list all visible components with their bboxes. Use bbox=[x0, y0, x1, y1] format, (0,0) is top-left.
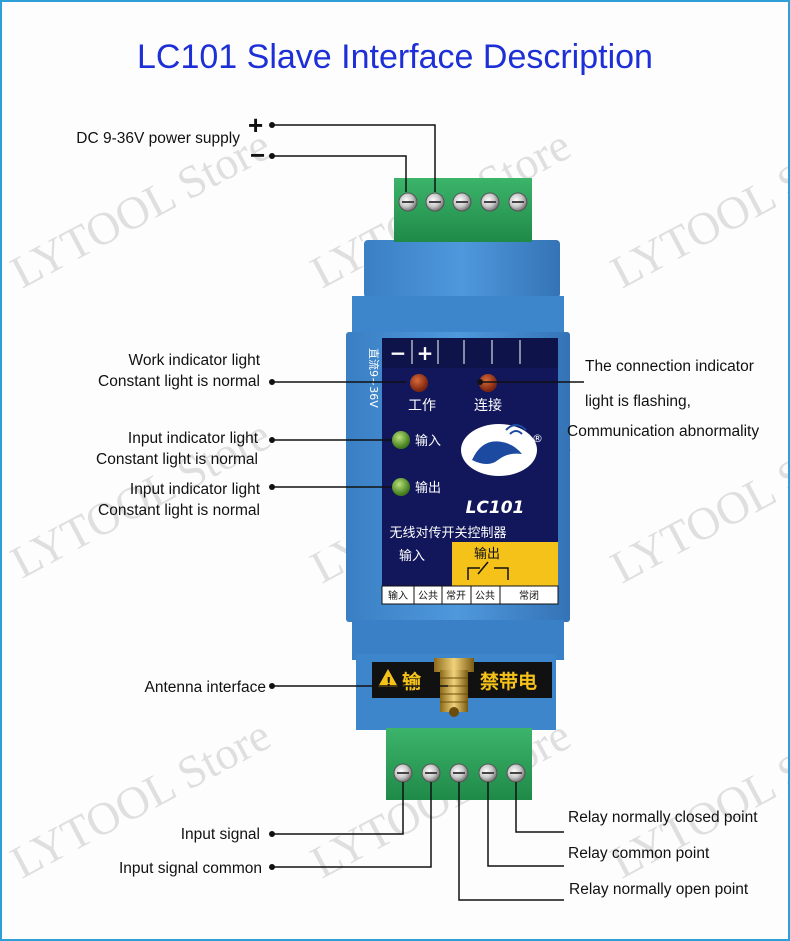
input-signal-label: Input signal bbox=[180, 826, 260, 843]
leader-relay-nc bbox=[515, 782, 564, 833]
leader-dots bbox=[269, 122, 483, 870]
leader-lines bbox=[272, 124, 584, 901]
input-indicator-label: Input indicator light bbox=[127, 430, 258, 447]
leader-relay-no bbox=[458, 782, 564, 901]
output-led-label: 输出 bbox=[415, 480, 441, 496]
input-section bbox=[382, 542, 452, 586]
device-model: LC101 bbox=[466, 498, 525, 518]
power-plus-sign: + bbox=[248, 110, 264, 140]
output-led bbox=[392, 478, 410, 496]
warning-icon bbox=[378, 669, 398, 687]
output-indicator-note: Constant light is normal bbox=[98, 502, 260, 519]
relay-symbol bbox=[467, 561, 509, 580]
output-indicator-label: Input indicator light bbox=[129, 481, 260, 498]
input-section-label: 输入 bbox=[399, 548, 425, 564]
voltage-marking: 直流9~36V bbox=[367, 348, 381, 408]
bottom-terminal-screws bbox=[393, 763, 526, 783]
connection-indicator-label: The connection indicator bbox=[585, 358, 754, 375]
terminal-label-row bbox=[381, 585, 559, 605]
wireless-icon bbox=[505, 424, 527, 435]
warning-text-left: 输 bbox=[402, 670, 422, 693]
antenna-interface-label: Antenna interface bbox=[144, 679, 266, 696]
terminal-label-nc: 常闭 bbox=[519, 589, 539, 602]
connect-led-label: 连接 bbox=[474, 397, 502, 414]
work-indicator-note: Constant light is normal bbox=[98, 373, 260, 390]
housing-top bbox=[364, 240, 560, 298]
input-led bbox=[392, 431, 410, 449]
terminal-label-input: 输入 bbox=[388, 589, 408, 602]
output-section-label: 输出 bbox=[474, 546, 500, 562]
terminal-marking-dividers bbox=[411, 340, 521, 364]
relay-no-label: Relay normally open point bbox=[569, 881, 749, 898]
device-name-cn: 无线对传开关控制器 bbox=[389, 526, 506, 541]
terminal-minus-marking: − bbox=[390, 341, 407, 365]
antenna-connector bbox=[440, 670, 468, 712]
terminal-marking-strip bbox=[382, 338, 558, 368]
output-section bbox=[452, 542, 558, 586]
terminal-label-dividers bbox=[413, 586, 501, 604]
terminal-label-common2: 公共 bbox=[475, 590, 495, 602]
terminal-label-common: 公共 bbox=[418, 590, 438, 602]
housing-upper-step bbox=[352, 296, 564, 336]
antenna-pin bbox=[449, 707, 459, 717]
connection-abnormality-note: Communication abnormality bbox=[567, 423, 760, 440]
warning-icon-mark: ! bbox=[386, 675, 391, 689]
work-led-label: 工作 bbox=[408, 398, 436, 414]
power-supply-label: DC 9-36V power supply bbox=[76, 130, 240, 147]
terminal-label-no: 常开 bbox=[446, 589, 466, 602]
power-minus-sign: − bbox=[250, 140, 266, 170]
input-signal-common-label: Input signal common bbox=[118, 860, 262, 877]
antenna-nut bbox=[434, 658, 474, 672]
brand-logo-icon bbox=[472, 441, 522, 464]
registered-mark: ® bbox=[532, 432, 543, 445]
warning-text-right: 禁带电 bbox=[480, 670, 537, 693]
leader-plus bbox=[272, 124, 436, 192]
connection-indicator-note: light is flashing, bbox=[585, 393, 691, 410]
work-indicator-label: Work indicator light bbox=[128, 352, 260, 369]
relay-common-label: Relay common point bbox=[568, 845, 710, 862]
leader-input-signal bbox=[272, 782, 404, 835]
input-led-label: 输入 bbox=[415, 433, 441, 449]
connect-led bbox=[479, 374, 497, 392]
relay-nc-label: Relay normally closed point bbox=[568, 809, 758, 826]
leader-relay-com bbox=[487, 782, 564, 867]
input-indicator-note: Constant light is normal bbox=[96, 451, 258, 468]
terminal-plus-marking: + bbox=[417, 341, 434, 365]
leader-input-common bbox=[272, 782, 432, 868]
leader-minus bbox=[272, 155, 407, 192]
work-led bbox=[410, 374, 428, 392]
top-terminal-screws bbox=[398, 192, 528, 212]
diagram-title: LC101 Slave Interface Description bbox=[137, 38, 653, 76]
housing-lower-step bbox=[352, 620, 564, 660]
